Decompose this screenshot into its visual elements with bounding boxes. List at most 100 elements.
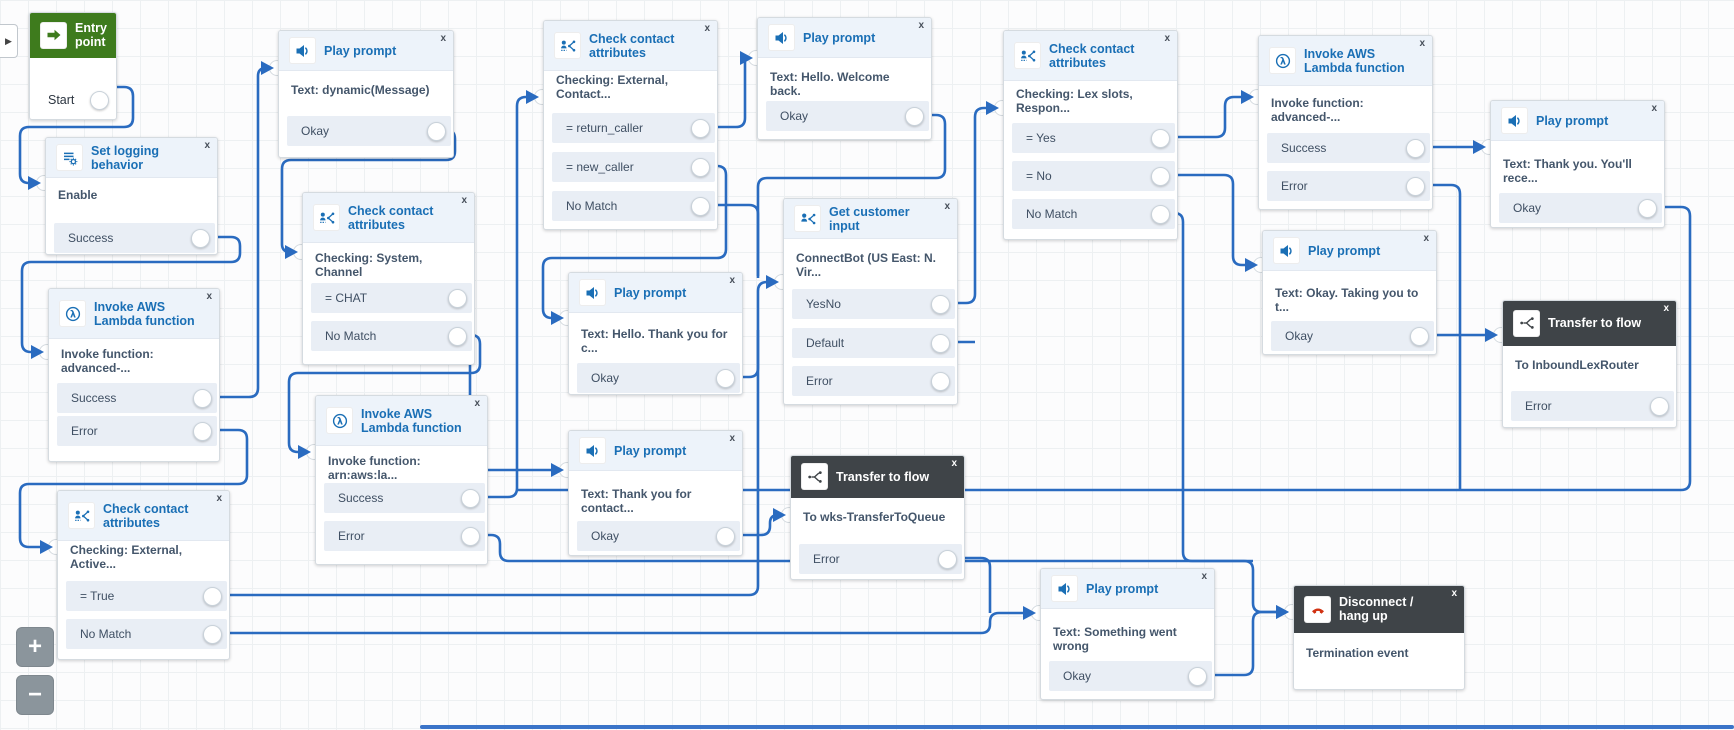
output-port[interactable] <box>1406 138 1425 158</box>
output-port[interactable] <box>193 421 212 441</box>
output-port[interactable] <box>461 488 480 508</box>
output-port[interactable] <box>90 90 109 110</box>
node-header[interactable]: Play prompt <box>1263 231 1436 271</box>
node-header[interactable]: Get customer input <box>784 199 957 239</box>
node-header[interactable]: Play prompt <box>758 18 931 58</box>
output-port[interactable] <box>1151 204 1170 224</box>
output-port[interactable] <box>1638 198 1657 218</box>
close-icon[interactable]: x <box>440 33 446 44</box>
close-icon[interactable]: x <box>1663 303 1669 314</box>
output-row-no-match: No Match <box>311 321 472 351</box>
output-port[interactable] <box>1650 396 1669 416</box>
connection-wire <box>471 95 539 499</box>
connection-wire <box>280 128 457 254</box>
node-header[interactable]: Entry point <box>30 13 116 58</box>
close-icon[interactable]: x <box>944 201 950 212</box>
output-port[interactable] <box>1410 326 1429 346</box>
output-port[interactable] <box>461 526 480 546</box>
output-port[interactable] <box>1406 176 1425 196</box>
output-port[interactable] <box>427 121 446 141</box>
close-icon[interactable]: x <box>951 458 957 469</box>
close-icon[interactable]: x <box>1164 33 1170 44</box>
output-port[interactable] <box>1188 666 1207 686</box>
close-icon[interactable]: x <box>461 195 467 206</box>
output-port[interactable] <box>716 526 735 546</box>
node-header[interactable]: Play prompt <box>569 431 742 471</box>
close-icon[interactable]: x <box>1201 571 1207 582</box>
output-port[interactable] <box>905 106 924 126</box>
output-row-okay: Okay <box>1271 321 1434 351</box>
output-port[interactable] <box>716 368 735 388</box>
output-port[interactable] <box>193 388 212 408</box>
node-header[interactable]: Play prompt <box>279 31 453 71</box>
output-port[interactable] <box>191 228 210 248</box>
zoom-out-button[interactable]: − <box>16 675 54 715</box>
close-icon[interactable]: x <box>474 398 480 409</box>
output-port[interactable] <box>931 333 950 353</box>
close-icon[interactable]: x <box>729 275 735 286</box>
output-port[interactable] <box>1151 166 1170 186</box>
node-header[interactable]: Play prompt <box>1041 569 1214 609</box>
horizontal-scrollbar[interactable] <box>420 725 1734 729</box>
close-icon[interactable]: x <box>1651 103 1657 114</box>
close-icon[interactable]: x <box>1451 588 1457 599</box>
output-port[interactable] <box>448 326 467 346</box>
close-icon[interactable]: x <box>918 20 924 31</box>
zoom-in-button[interactable]: + <box>16 627 54 667</box>
output-port[interactable] <box>931 294 950 314</box>
node-header[interactable]: Transfer to flow <box>791 456 964 498</box>
output-port[interactable] <box>1151 128 1170 148</box>
node-header[interactable]: Disconnect / hang up <box>1294 586 1464 633</box>
output-port[interactable] <box>691 118 710 138</box>
node-header[interactable]: Check contact attributes <box>58 491 229 541</box>
output-port[interactable] <box>691 157 710 177</box>
node-header[interactable]: Transfer to flow <box>1503 301 1676 346</box>
connection-wire <box>948 556 992 613</box>
output-port[interactable] <box>448 288 467 308</box>
node-header[interactable]: Check contact attributes <box>544 21 717 71</box>
output-port[interactable] <box>938 549 957 569</box>
node-header[interactable]: Check contact attributes <box>1004 31 1177 81</box>
close-icon[interactable]: x <box>204 140 210 151</box>
close-icon[interactable]: x <box>729 433 735 444</box>
close-icon[interactable]: x <box>704 23 710 34</box>
close-icon[interactable]: x <box>206 291 212 302</box>
output-port[interactable] <box>203 586 222 606</box>
output-port[interactable] <box>931 371 950 391</box>
node-header[interactable]: Play prompt <box>569 273 742 313</box>
output-port[interactable] <box>203 624 222 644</box>
close-icon[interactable]: x <box>216 493 222 504</box>
node-header[interactable]: Check contact attributes <box>303 193 474 243</box>
node-header[interactable]: Play prompt <box>1491 101 1664 141</box>
output-row-success: Success <box>57 383 217 413</box>
close-icon[interactable]: x <box>1423 233 1429 244</box>
close-icon[interactable]: x <box>1419 38 1425 49</box>
node-header[interactable]: Set logging behavior <box>46 138 217 178</box>
sidebar-toggle-button[interactable]: ▶ <box>0 24 18 58</box>
output-port[interactable] <box>691 196 710 216</box>
